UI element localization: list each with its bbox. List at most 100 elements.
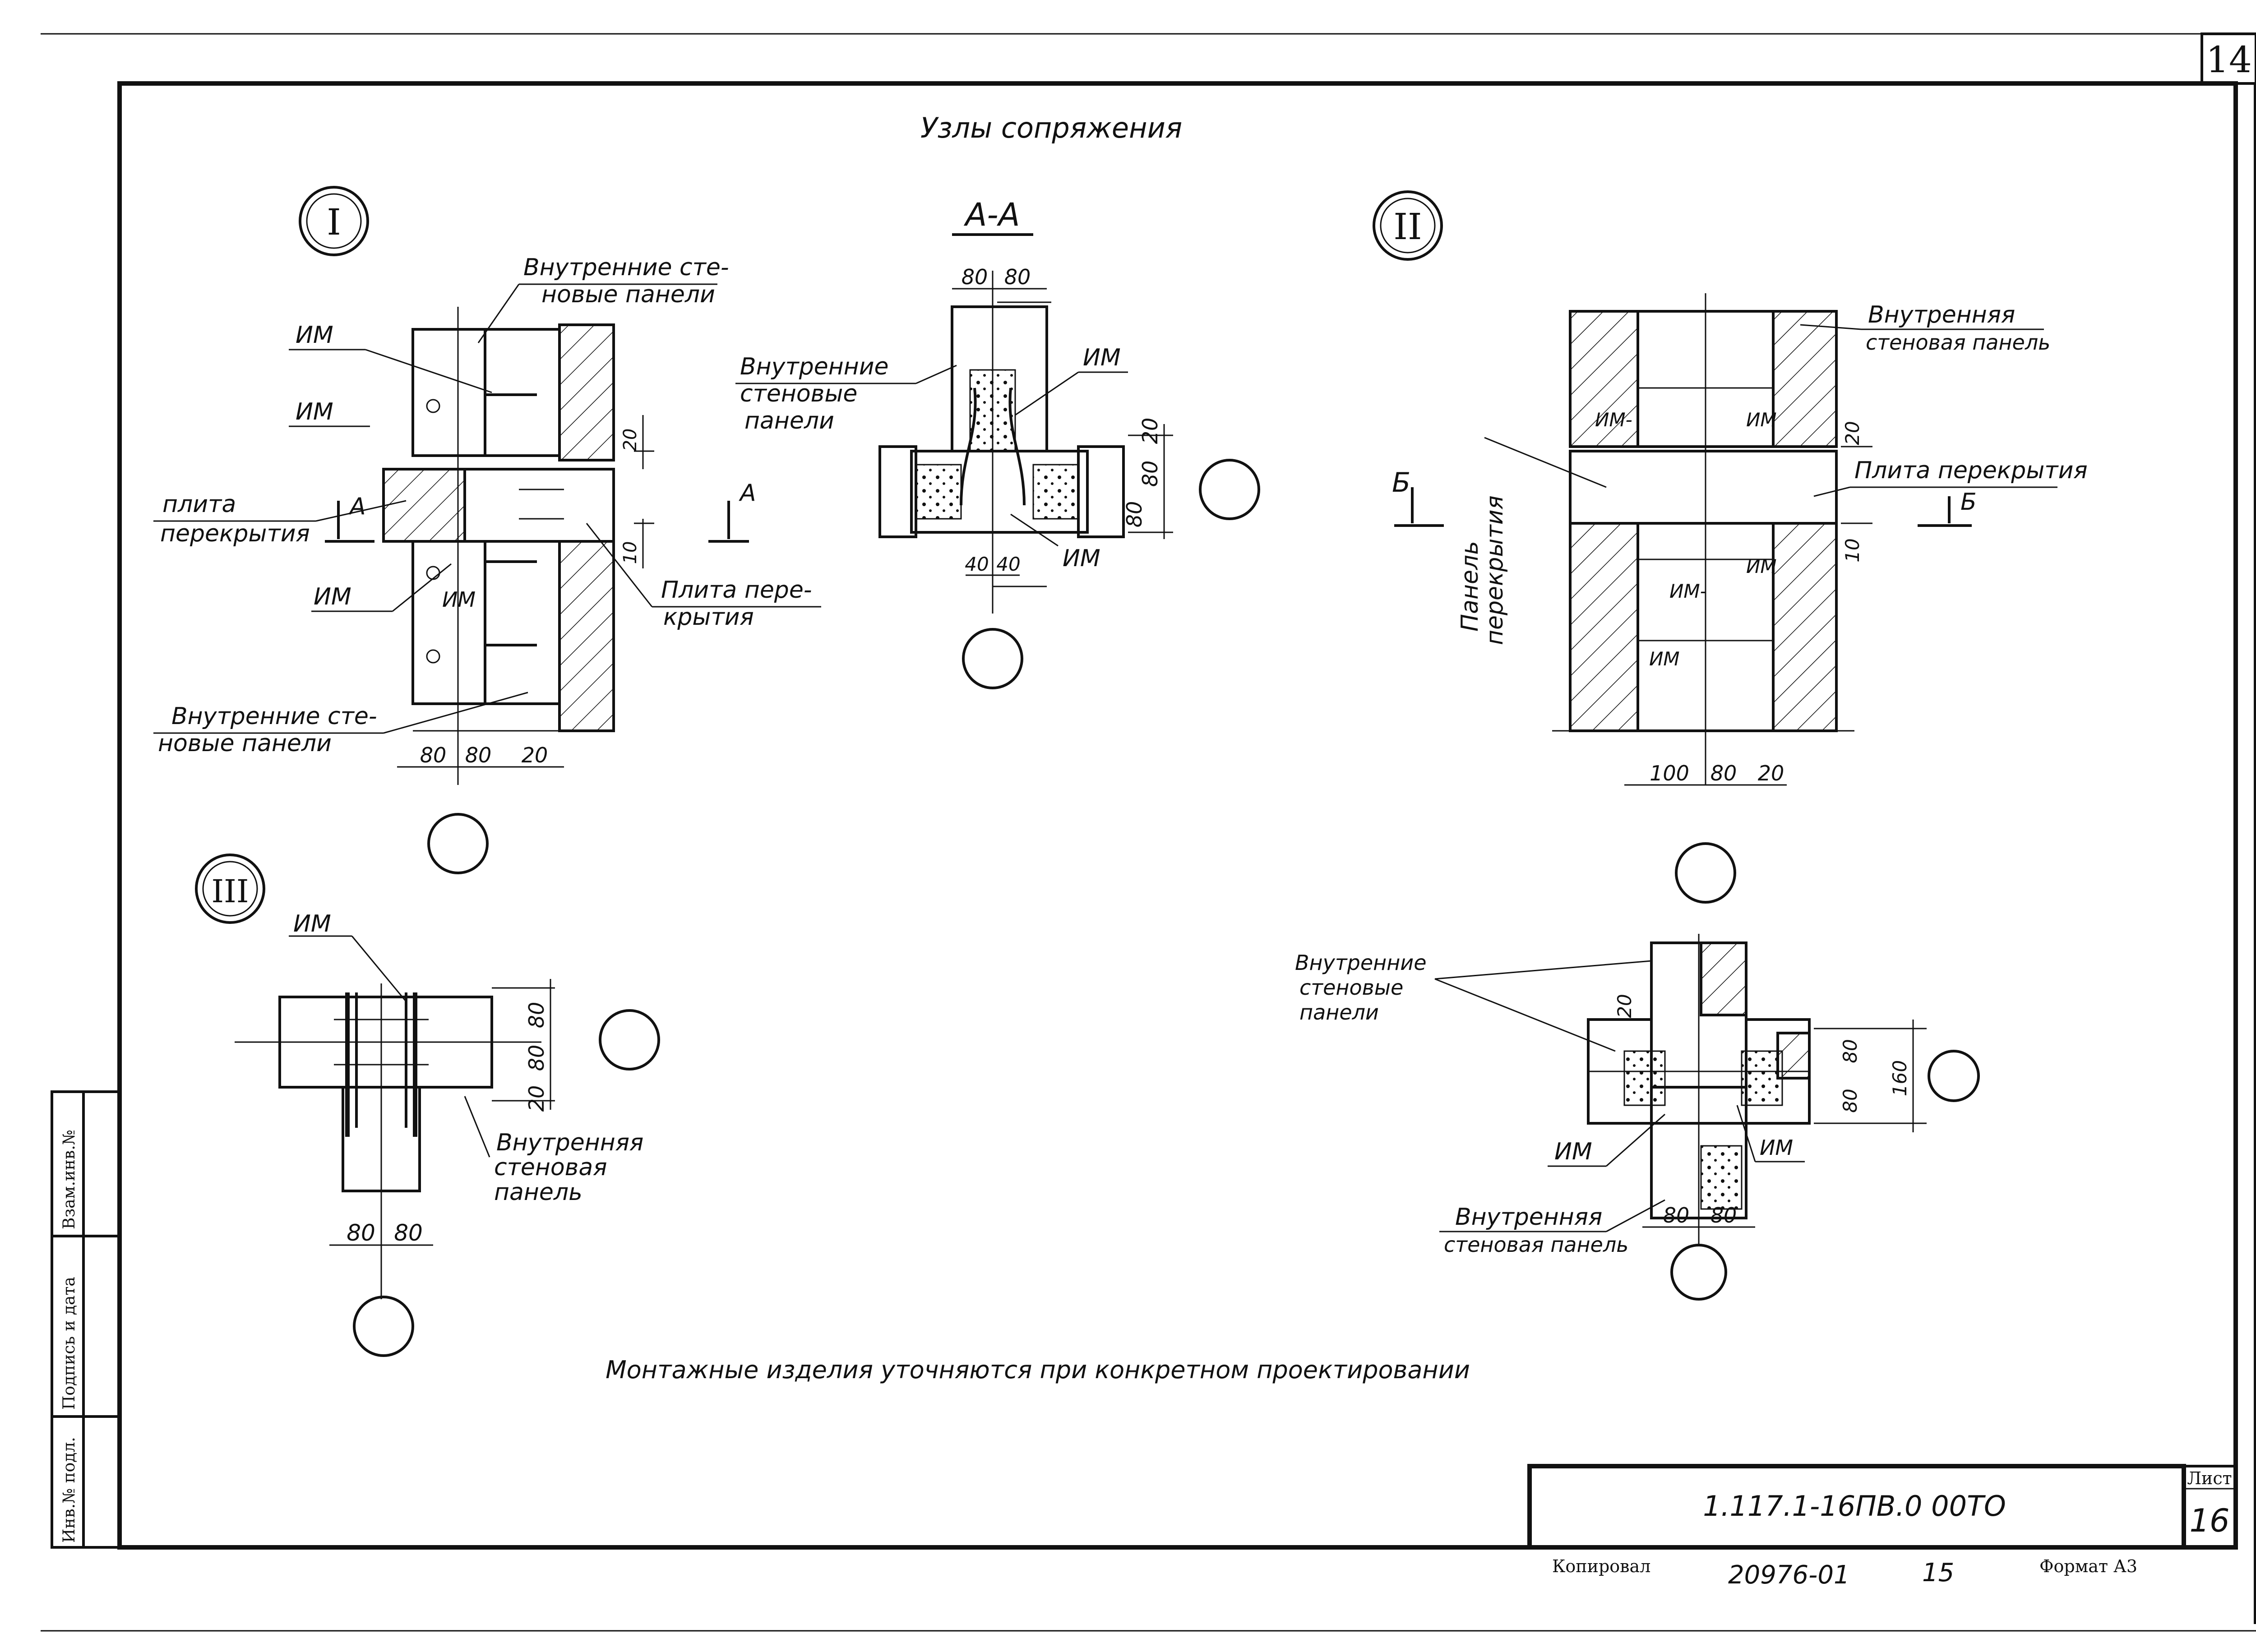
section-aa-title: А-А [963, 196, 1020, 233]
node-3-marker: III [212, 873, 249, 910]
section-aa-label-walls-1: Внутренние [740, 353, 889, 380]
section-aa-detail: А-А 80 80 40 40 20 80 80 Внутренние стен… [735, 196, 1260, 689]
section-aa-axis-circle-bottom [962, 628, 1023, 689]
side-stamp: Взам.инв.№ Подпись и дата Инв.№ подл. [51, 1090, 121, 1549]
node-1-marker-circle [299, 186, 369, 256]
node-2-label-panel-2: перекрытия [1481, 495, 1508, 645]
node-1-dim-bottom-3: 20 [522, 743, 548, 767]
node-4-label-wall-2: стеновая панель [1444, 1232, 1628, 1257]
section-aa-dim-top-2: 80 [1004, 265, 1031, 289]
node-3-dim-right-3: 20 [524, 1085, 549, 1112]
node-4-axis-circle-bottom [1670, 1244, 1727, 1301]
section-aa-dim-bottom-2: 40 [996, 553, 1020, 575]
node-2-label-im-b: ИМ [1746, 409, 1777, 431]
node-2-dim-bottom-3: 20 [1758, 761, 1784, 785]
node-4-dim-right-3: 160 [1889, 1060, 1911, 1096]
node-1-dim-20-top: 20 [620, 429, 641, 452]
node-1-label-walls-bottom-2: новые панели [158, 730, 332, 757]
node-1-cut-a-left: А [348, 493, 366, 520]
node-1-dim-bottom-2: 80 [465, 743, 492, 767]
node-2-label-im-d: ИМ- [1669, 580, 1707, 602]
node-2-label-panel-1: Панель [1456, 541, 1484, 632]
node-3-axis-circle-right [599, 1009, 660, 1071]
node-1-label-slab-left-2: перекрытия [160, 520, 310, 547]
sheet-note: Монтажные изделия уточняются при конкрет… [606, 1356, 1470, 1384]
node-1-label-im-1: ИМ [296, 322, 333, 349]
footer-format-label: Формат А3 [2039, 1556, 2137, 1576]
node-2-label-im-c: ИМ [1746, 555, 1777, 577]
node-1-dim-bottom-1: 80 [420, 743, 447, 767]
node-4-dim-bottom-1: 80 [1663, 1203, 1690, 1227]
node-2-detail: II 100 80 20 20 10 Внутренняя стеновая п… [1373, 190, 2088, 904]
node-3-marker-circle [195, 854, 265, 924]
node-1-label-walls-top-1: Внутренние сте- [523, 254, 729, 281]
footer-order-number: 20976-01 [1728, 1560, 1850, 1590]
node-3-label-wall-2: стеновая [494, 1154, 607, 1181]
node-4-dim-bottom-2: 80 [1710, 1203, 1737, 1227]
footer-page-number: 15 [1922, 1558, 1954, 1587]
node-1-label-slab-left-1: плита [162, 491, 236, 518]
node-1-label-im-2: ИМ [296, 398, 333, 425]
node-3-label-wall-1: Внутренняя [496, 1129, 643, 1156]
node-2-dim-bottom-1: 100 [1650, 761, 1689, 785]
node-3-dim-right-1: 80 [524, 1002, 549, 1029]
node-1-label-im-3: ИМ [314, 583, 351, 610]
section-aa-label-im-bottom: ИМ [1063, 545, 1100, 572]
sheet-frame [117, 81, 2238, 1550]
node-1-label-im-4: ИМ [442, 587, 476, 612]
title-block: 1.117.1-16ПВ.0 00ТО Лист 16 [1527, 1464, 2237, 1550]
node-2-label-wall-2: стеновая панель [1866, 330, 2050, 355]
node-2-cut-b-right: Б [1960, 489, 1977, 516]
section-aa-dim-top-1: 80 [962, 265, 988, 289]
section-aa-dim-80b: 80 [1122, 501, 1146, 528]
node-4-detail: Внутренние стеновые панели 20 80 80 160 … [1295, 934, 1980, 1301]
node-4-label-walls-3: панели [1299, 1000, 1379, 1024]
footer-copied-label: Копировал [1552, 1556, 1650, 1576]
node-2-dim-bottom-2: 80 [1710, 761, 1737, 785]
node-2-dim-20: 20 [1841, 421, 1863, 445]
node-1-cut-a-right: А [739, 480, 756, 507]
node-2-label-slab: Плита перекрытия [1854, 457, 2088, 484]
node-2-axis-circle [1675, 842, 1736, 904]
section-aa-dim-bottom-1: 40 [965, 553, 989, 575]
node-1-marker: I [327, 201, 341, 243]
node-3-label-wall-3: панель [494, 1179, 582, 1206]
corner-number-box [2201, 32, 2256, 85]
node-3-detail: III ИМ 80 80 20 Внутренняя стеновая пане… [195, 854, 660, 1357]
node-1-label-walls-bottom-1: Внутренние сте- [171, 703, 377, 730]
node-3-dim-right-2: 80 [524, 1045, 549, 1071]
node-2-dim-10: 10 [1841, 538, 1863, 562]
node-2-marker: II [1393, 206, 1422, 248]
node-2-label-im-e: ИМ [1649, 648, 1680, 670]
section-aa-dim-20: 20 [1138, 418, 1162, 444]
node-4-dim-right-2: 80 [1839, 1089, 1861, 1112]
sheet-title: Узлы сопряжения [920, 111, 1182, 144]
node-3-dim-bottom-2: 80 [394, 1220, 423, 1246]
node-4-label-im-left: ИМ [1554, 1138, 1592, 1165]
section-aa-label-walls-3: панели [744, 407, 834, 434]
stamp-sheet-number: 16 [2189, 1502, 2229, 1539]
node-2-marker-circle [1373, 190, 1443, 261]
node-4-dim-right-1: 80 [1839, 1039, 1861, 1063]
section-aa-label-walls-2: стеновые [740, 380, 857, 407]
node-4-label-walls-1: Внутренние [1295, 951, 1427, 975]
node-4-label-wall-1: Внутренняя [1455, 1204, 1602, 1231]
node-1-label-walls-top-2: новые панели [541, 281, 715, 308]
node-4-label-walls-2: стеновые [1299, 975, 1403, 1000]
node-4-axis-circle-right [1928, 1050, 1980, 1102]
stamp-sheet-label: Лист [2187, 1468, 2232, 1488]
section-aa-label-im-top: ИМ [1083, 344, 1121, 371]
stamp-doc-code: 1.117.1-16ПВ.0 00ТО [1703, 1490, 2006, 1523]
side-stamp-field-2: Подпись и дата [60, 1277, 79, 1410]
node-2-label-im-a: ИМ- [1595, 409, 1632, 431]
corner-number: 14 [2206, 39, 2252, 81]
section-aa-dim-80a: 80 [1138, 461, 1162, 487]
node-3-dim-bottom-1: 80 [347, 1220, 375, 1246]
node-1-label-slab-right-2: крытия [663, 604, 754, 631]
node-2-label-wall-1: Внутренняя [1868, 301, 2015, 328]
side-stamp-field-1: Взам.инв.№ [60, 1130, 79, 1229]
node-1-detail: I 20 10 80 80 20 Внутренние сте- н [153, 186, 821, 874]
node-1-label-slab-right-1: Плита пере- [661, 577, 812, 604]
node-3-label-im: ИМ [293, 910, 331, 937]
